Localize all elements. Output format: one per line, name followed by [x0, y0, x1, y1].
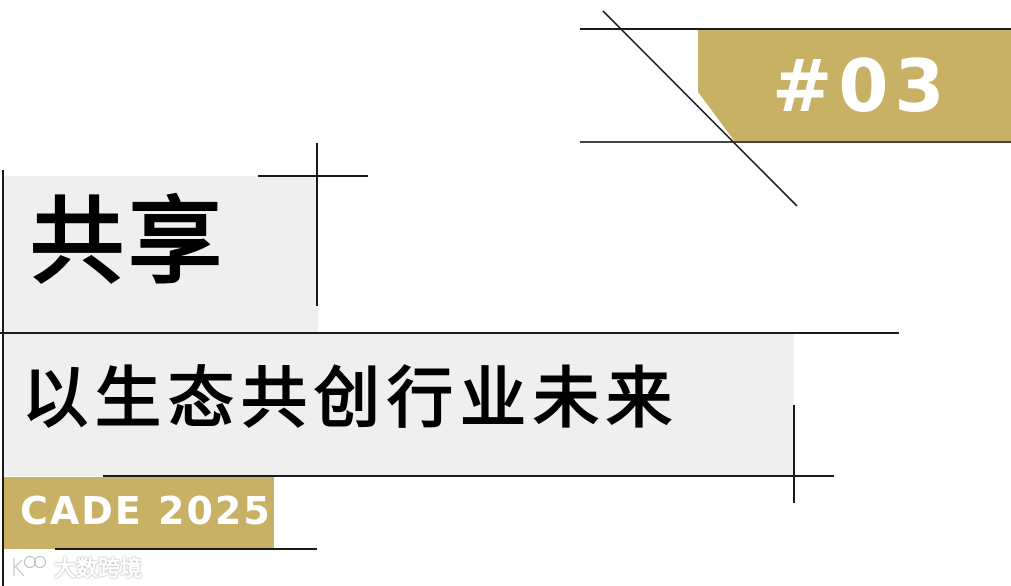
- issue-number: #03: [772, 44, 951, 128]
- left-vertical-rule: [2, 170, 4, 586]
- title-vertical-rule: [316, 143, 318, 306]
- subtitle: 以生态共创行业未来: [22, 360, 679, 437]
- event-tag-bg: [3, 477, 274, 549]
- title-top-rule: [258, 175, 368, 177]
- k100-logo-icon: [12, 556, 46, 577]
- watermark: 大数跨境: [8, 552, 142, 582]
- event-bottom-rule: [55, 548, 317, 550]
- subtitle-bottom-rule: [103, 475, 834, 477]
- subtitle-top-rule: [0, 332, 899, 334]
- watermark-text: 大数跨境: [54, 557, 143, 582]
- event-tag: CADE 2025: [20, 489, 272, 533]
- top-rule-upper: [580, 28, 1011, 30]
- issue-badge-bg: [698, 29, 1011, 142]
- title-panel: [3, 176, 318, 333]
- page-title: 共享: [30, 188, 227, 297]
- top-rule-lower: [580, 141, 1011, 143]
- subtitle-vertical-rule: [793, 405, 795, 503]
- subtitle-panel: [3, 333, 794, 476]
